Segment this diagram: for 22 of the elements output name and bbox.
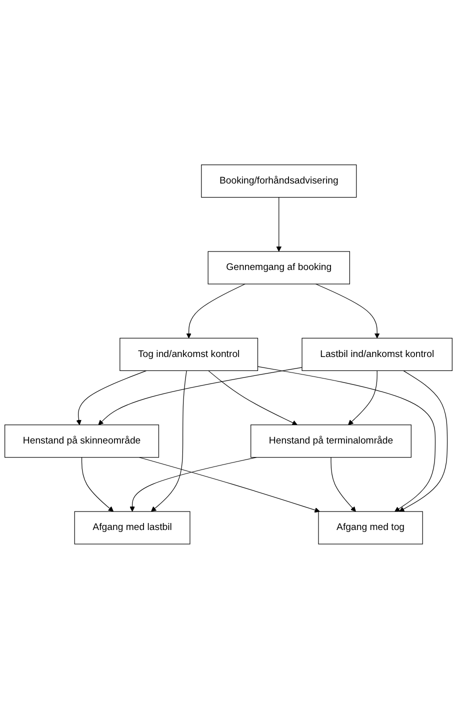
arrow xyxy=(76,370,147,425)
arrow xyxy=(130,456,257,512)
node-box: Afgang med tog xyxy=(318,510,423,544)
node-box: Henstand på skinneområde xyxy=(4,424,160,458)
node-box: Gennemgang af booking xyxy=(208,250,350,284)
node-box: Lastbil ind/ankomst kontrol xyxy=(302,337,452,371)
arrow xyxy=(151,370,187,512)
arrow xyxy=(348,370,378,425)
arrow xyxy=(186,283,246,338)
arrow xyxy=(276,196,282,252)
node-box: Henstand på terminalområde xyxy=(250,424,412,458)
node-box: Afgang med lastbil xyxy=(74,510,190,544)
node-box: Booking/forhåndsadvisering xyxy=(201,164,357,198)
arrow xyxy=(98,366,302,425)
arrow xyxy=(257,366,436,512)
arrow xyxy=(330,456,356,512)
arrow xyxy=(138,456,320,512)
arrow xyxy=(208,370,298,425)
arrow xyxy=(81,456,114,512)
node-box: Tog ind/ankomst kontrol xyxy=(120,337,258,371)
arrow xyxy=(399,370,448,512)
arrow xyxy=(315,283,380,338)
